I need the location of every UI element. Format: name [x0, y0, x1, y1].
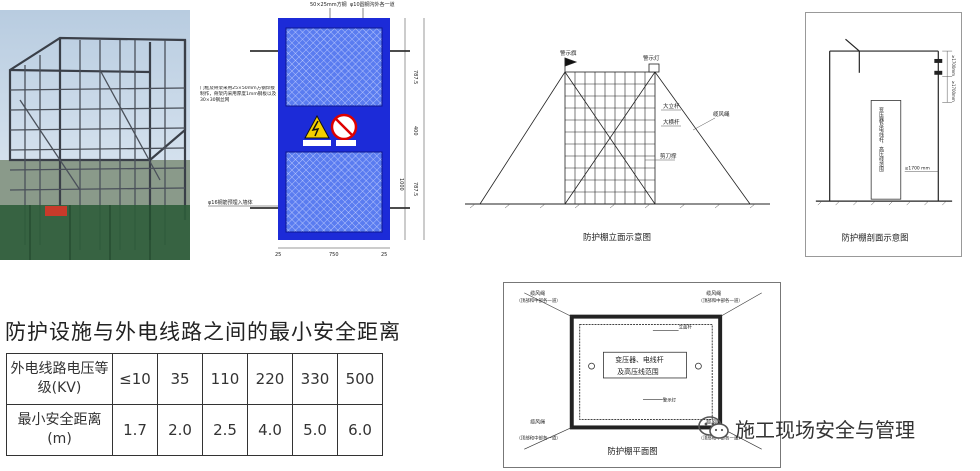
plan-tr-label-2: （顶部和中部各一道） — [698, 297, 742, 304]
plan-br-label-1: 缆风绳 — [706, 418, 721, 425]
voltage-cell: 330 — [292, 353, 338, 405]
distance-cell: 5.0 — [292, 404, 338, 456]
distance-cell: 2.5 — [202, 404, 248, 456]
door-dim-bottom-right: 25 — [381, 252, 387, 258]
scaffold-photo — [0, 10, 190, 260]
door-dim-bottom-mid: 750 — [329, 252, 339, 258]
voltage-cell: 35 — [157, 353, 203, 405]
row-header-voltage: 外电线路电压等级(KV) — [6, 353, 113, 405]
section-dim-mid: ≥1700mm — [951, 81, 956, 102]
door-dim-bottom-left: 25 — [275, 252, 281, 258]
distance-cell: 1.7 — [112, 404, 158, 456]
door-dim-right-low: 787.5 — [412, 182, 418, 196]
section-dim-top: ≥1700mm — [951, 55, 956, 76]
table-title: 防护设施与外电线路之间的最小安全距离 — [5, 320, 401, 344]
elev-caption: 防护棚立面示意图 — [583, 232, 651, 243]
plan-tl-label-2: （顶部和中部各一道） — [516, 297, 560, 304]
plan-caption: 防护棚平面图 — [607, 446, 657, 456]
plan-bl-label-2: （顶部和中部各一道） — [516, 434, 560, 441]
elev-warning-flag: 警示旗 — [560, 49, 577, 57]
voltage-cell: ≤10 — [112, 353, 158, 405]
plan-inner-top: 立面杆 — [679, 324, 693, 331]
protective-door-diagram: 50×25mm方钢 φ10圆钢沟外各一道 门框及骨架采用25×50mm方钢焊接制… — [200, 1, 425, 258]
section-caption: 防护棚剖面示意图 — [842, 233, 909, 243]
plan-inner-text-1: 变压器、电线杆 — [615, 355, 663, 364]
door-top-note-1: 50×25mm方钢 — [310, 1, 347, 8]
voltage-cell: 220 — [247, 353, 293, 405]
distance-cell: 4.0 — [247, 404, 293, 456]
distance-cell: 2.0 — [157, 404, 203, 456]
elev-warning-light: 警示灯 — [643, 54, 660, 62]
door-dim-right-top: 787.5 — [412, 70, 418, 84]
plan-bl-label-1: 缆风绳 — [530, 418, 545, 425]
wechat-icon — [698, 416, 729, 439]
distance-cell: 6.0 — [337, 404, 383, 456]
watermark: 施工现场安全与管理 — [697, 413, 915, 443]
section-diagram: 变压器及电线杆，高压线范围 ≥1700mm ≥1700mm ≥1700 mm 防… — [805, 12, 962, 257]
plan-tl-label-1: 缆风绳 — [530, 290, 545, 297]
voltage-cell: 500 — [337, 353, 383, 405]
elev-big-crossbar: 大立杆 — [663, 102, 680, 110]
table-row-voltage: 外电线路电压等级(KV) ≤10 35 110 220 330 500 — [6, 353, 383, 405]
plan-inner-text-2: 及高压线范围 — [617, 367, 659, 376]
door-left-note: 门框及骨架采用25×50mm方钢焊接制作，骨架内采用厚度1mm钢板以及30×30… — [200, 86, 277, 103]
section-device-label: 变压器及电线杆，高压线范围 — [878, 107, 884, 172]
elevation-diagram: 警示旗 警示灯 大立杆 大横杆 缆风绳 剪刀撑 防护棚立面示意图 — [465, 49, 770, 243]
row-header-distance: 最小安全距离(m) — [6, 404, 113, 456]
plan-inner-bottom: 警示灯 — [663, 397, 677, 404]
section-dim-side: ≥1700 mm — [905, 166, 930, 172]
door-anchor-note: φ16钢筋预埋入墙体 — [208, 199, 253, 206]
plan-diagram: 缆风绳 （顶部和中部各一道） 缆风绳 （顶部和中部各一道） 缆风绳 （顶部和中部… — [503, 282, 781, 468]
door-top-note-2: φ10圆钢沟外各一道 — [350, 1, 395, 8]
elev-brace: 剪刀撑 — [660, 152, 677, 160]
plan-tr-label-1: 缆风绳 — [706, 290, 721, 297]
elev-big-horizontal: 大横杆 — [663, 118, 680, 126]
door-dim-right-full: 1000 — [398, 178, 404, 191]
voltage-cell: 110 — [202, 353, 248, 405]
elev-guy-rope: 缆风绳 — [713, 110, 730, 118]
safety-distance-table: 外电线路电压等级(KV) ≤10 35 110 220 330 500 最小安全… — [6, 353, 383, 456]
table-row-distance: 最小安全距离(m) 1.7 2.0 2.5 4.0 5.0 6.0 — [6, 404, 383, 456]
watermark-text: 施工现场安全与管理 — [735, 417, 915, 442]
door-dim-right-mid: 400 — [412, 126, 418, 136]
